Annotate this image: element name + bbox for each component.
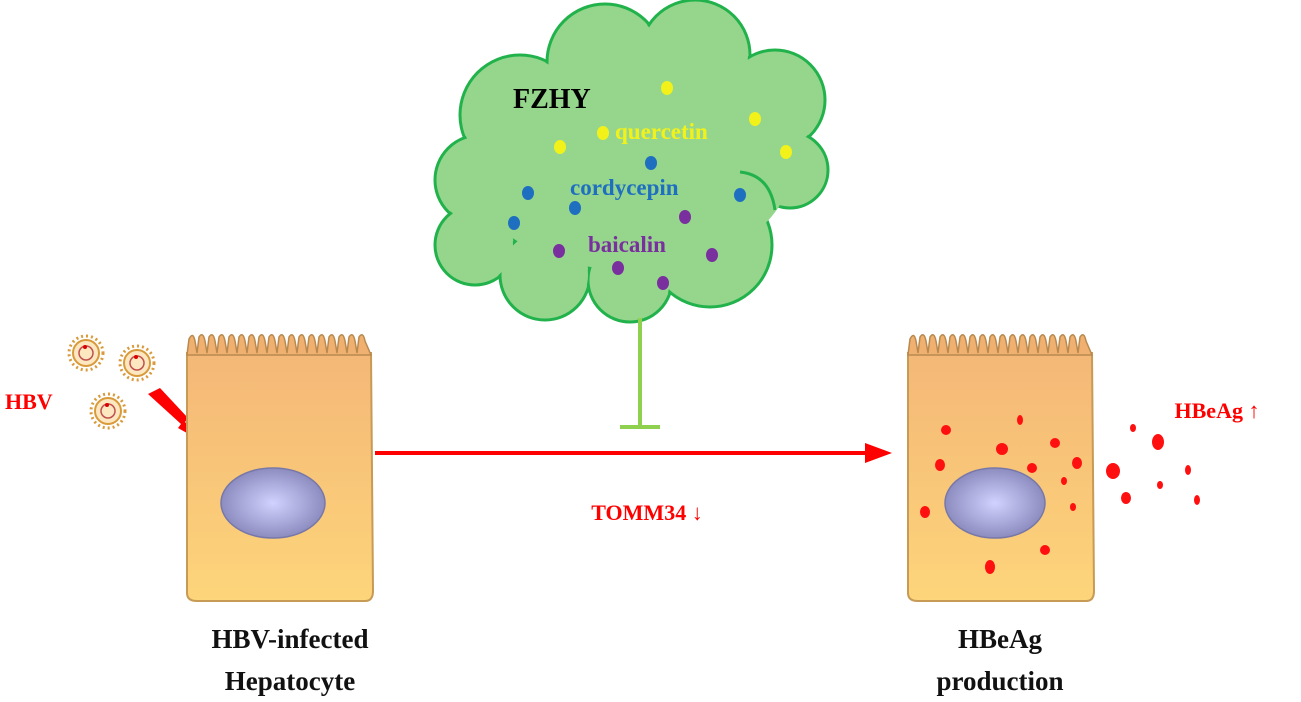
fzhy-label: FZHY [513, 84, 591, 115]
hbv-label: HBV [5, 389, 53, 414]
right-cell-caption-1: HBeAg [958, 624, 1042, 654]
left-cell-caption-2: Hepatocyte [225, 666, 355, 696]
right-cell-caption-2: production [936, 666, 1063, 696]
baicalin-label: baicalin [588, 232, 666, 257]
tomm34-label: TOMM34 ↓ [591, 500, 702, 525]
hbeag-producing-hepatocyte [907, 333, 1200, 602]
quercetin-label: quercetin [615, 119, 708, 144]
hbeag-up-label: HBeAg ↑ [1175, 398, 1260, 423]
baicalin-dots [553, 210, 718, 290]
hbv-infected-hepatocyte [186, 333, 374, 602]
hbv-virus-icons [67, 334, 156, 430]
hbeag-particles [920, 415, 1200, 574]
arrow [375, 443, 892, 463]
inhibition-bar [620, 318, 660, 429]
cordycepin-dots [508, 156, 746, 230]
fzhy-cloud: FZHY quercetin cordycepin baicalin [433, 0, 830, 324]
quercetin-dots [554, 81, 792, 159]
left-cell-caption-1: HBV-infected [212, 624, 369, 654]
cordycepin-label: cordycepin [570, 175, 679, 200]
